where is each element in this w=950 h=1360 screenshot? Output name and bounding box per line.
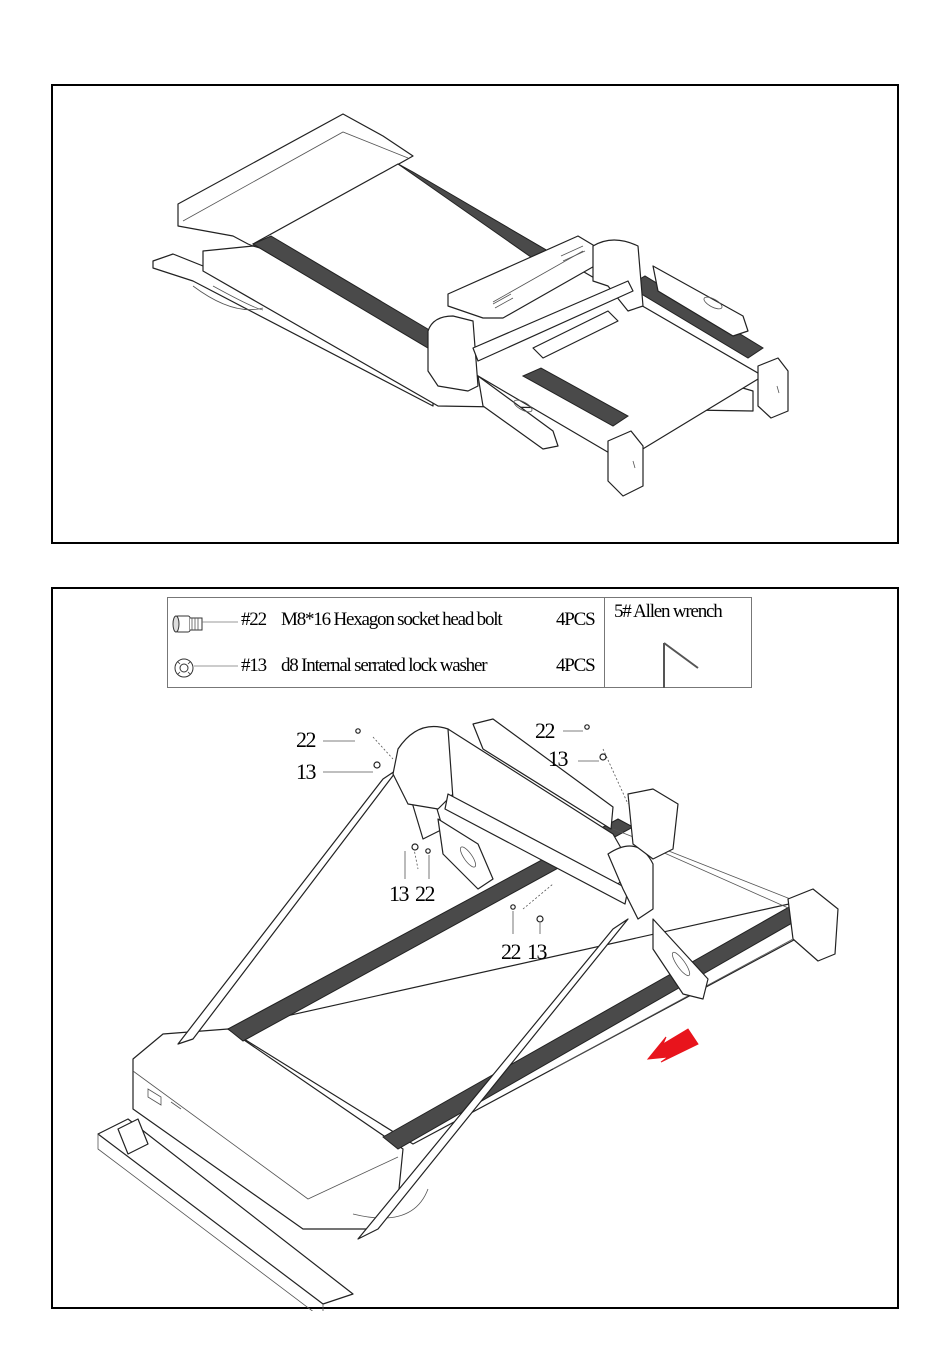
bottom-illustration-panel: 22 13 22 13 13 22 22 13 [51, 587, 899, 1309]
top-illustration-panel [51, 84, 899, 544]
bolt-glyph-mid-right [511, 905, 515, 909]
end-cap-rear [758, 358, 788, 418]
end-cap-front [608, 431, 643, 496]
washer-glyph-left-top [374, 762, 380, 768]
parts-legend: #22 M8*16 Hexagon socket head bolt 4PCS … [167, 597, 752, 688]
bolt-qty: 4PCS [556, 609, 595, 631]
washer-qty: 4PCS [556, 655, 595, 677]
unfolding-treadmill-drawing [53, 589, 901, 1311]
bolt-glyph-mid-left [426, 849, 430, 853]
washer-description: d8 Internal serrated lock washer [281, 655, 486, 677]
direction-arrow [648, 1029, 698, 1062]
washer-icon [175, 659, 193, 677]
washer-glyph-mid-right [537, 916, 543, 922]
washer-glyph-mid-left [412, 844, 418, 850]
callout-washer-mid-right: 13 [527, 939, 546, 965]
bolt-part-no: #22 [241, 609, 266, 631]
legend-divider [604, 598, 605, 687]
allen-wrench-icon [664, 643, 698, 688]
callout-bolt-mid-left: 22 [415, 881, 434, 907]
callout-washer-right-top: 13 [548, 746, 567, 772]
callout-washer-mid-left: 13 [389, 881, 408, 907]
tool-label: 5# Allen wrench [614, 601, 722, 623]
callout-washer-left-top: 13 [296, 759, 315, 785]
bolt-glyph-right-top [585, 725, 589, 729]
bolt-glyph-left-top [356, 729, 360, 733]
bolt-icon [173, 616, 202, 632]
bolt-description: M8*16 Hexagon socket head bolt [281, 609, 501, 631]
upright-left [428, 316, 478, 391]
callout-bolt-right-top: 22 [535, 718, 554, 744]
folded-treadmill-drawing [53, 86, 901, 546]
washer-glyph-right-top [600, 754, 606, 760]
washer-part-no: #13 [241, 655, 266, 677]
callout-bolt-mid-right: 22 [501, 939, 520, 965]
end-cap-rear [788, 889, 838, 961]
callout-bolt-left-top: 22 [296, 727, 315, 753]
